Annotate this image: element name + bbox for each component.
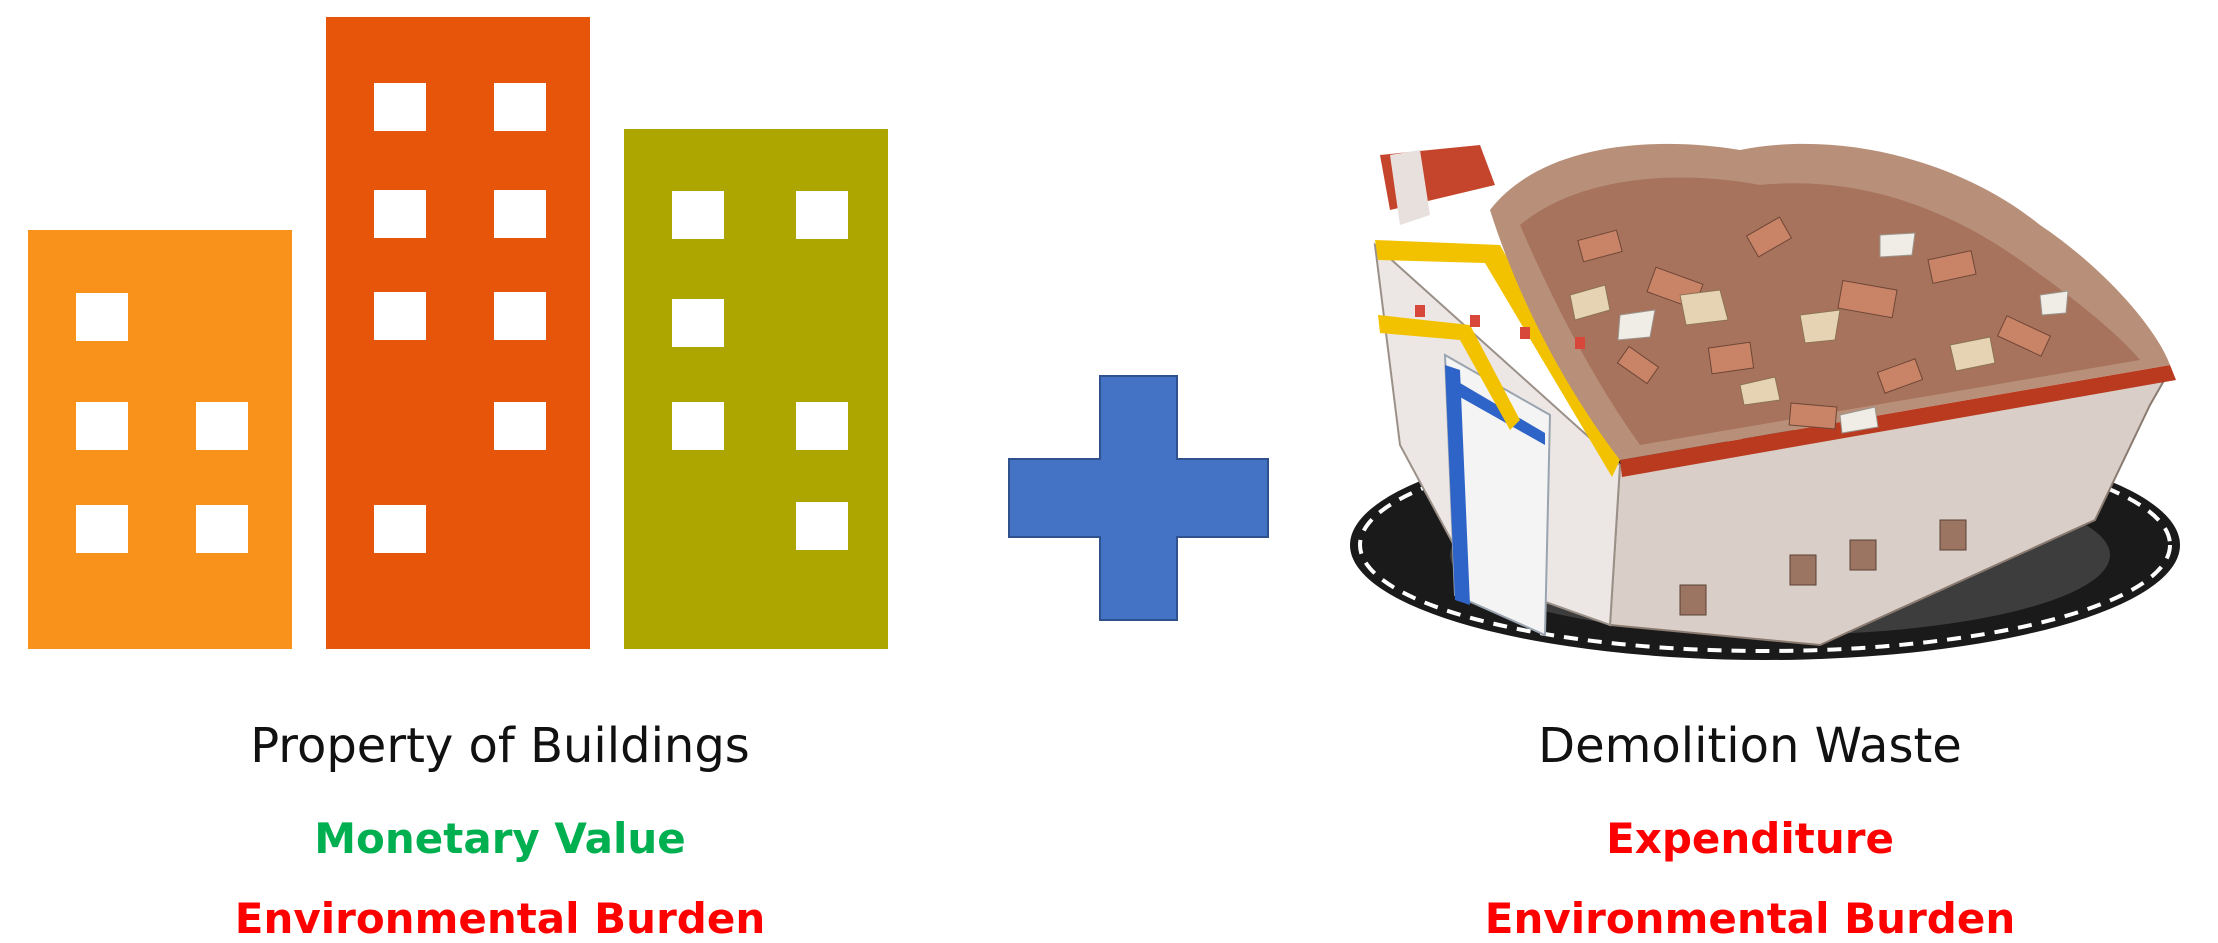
demolition-expenditure: Expenditure [1400, 814, 2100, 863]
building-middle [326, 17, 590, 649]
demolition-title: Demolition Waste [1400, 718, 2100, 774]
buildings-monetary-value: Monetary Value [150, 814, 850, 863]
buildings-icon [0, 0, 900, 660]
demolition-waste-skip-image [1320, 115, 2190, 675]
buildings-caption: Property of Buildings Monetary Value Env… [150, 718, 850, 940]
buildings-environmental-burden: Environmental Burden [150, 894, 850, 943]
buildings-title: Property of Buildings [150, 718, 850, 774]
demolition-environmental-burden: Environmental Burden [1400, 894, 2100, 943]
building-right [624, 129, 888, 649]
demolition-caption: Demolition Waste Expenditure Environment… [1400, 718, 2100, 940]
building-left [28, 230, 292, 649]
plus-icon [1008, 375, 1270, 621]
